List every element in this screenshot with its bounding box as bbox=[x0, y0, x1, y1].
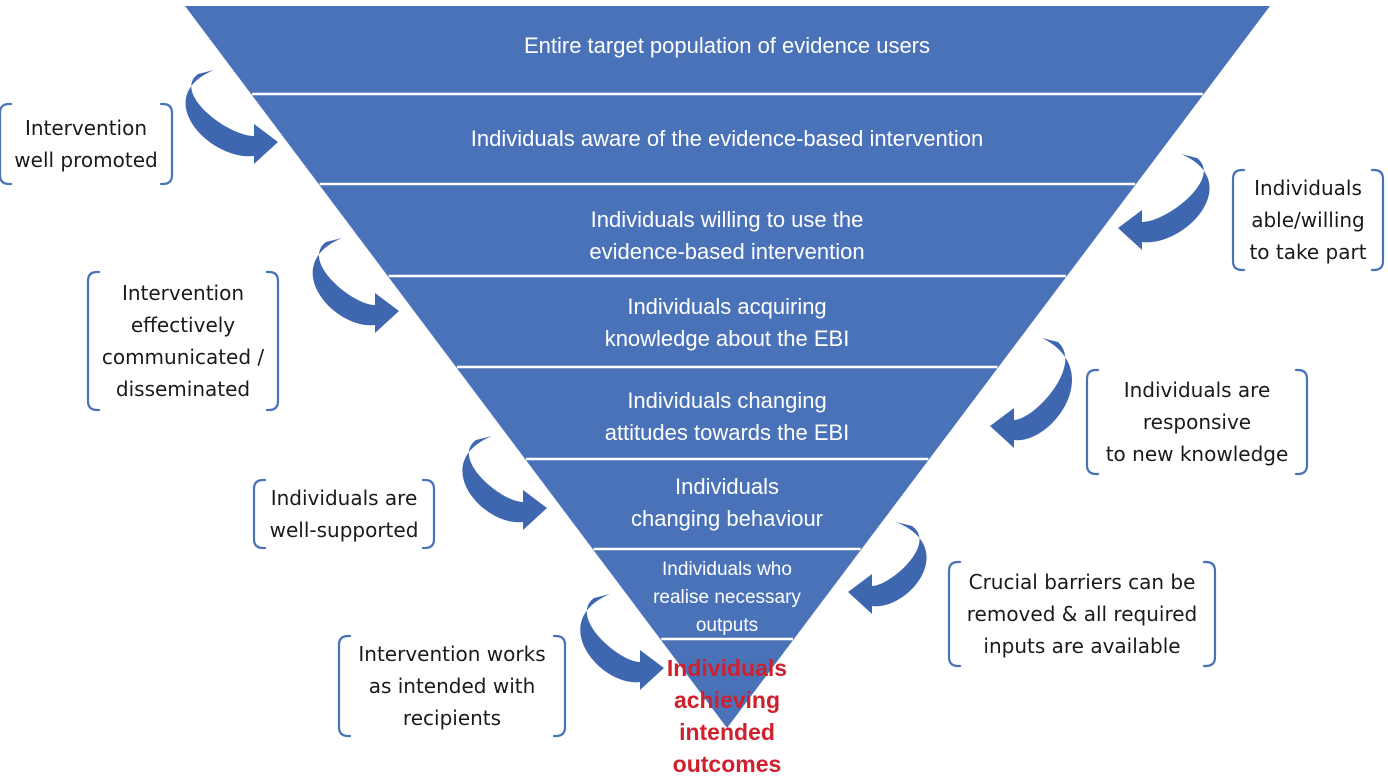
final-label-line: outcomes bbox=[673, 751, 782, 777]
condition-note-line: Intervention bbox=[122, 281, 244, 305]
right-bracket bbox=[1294, 368, 1309, 476]
level-label-line: Individuals acquiring bbox=[627, 294, 826, 319]
condition-note-line: Crucial barriers can be bbox=[969, 570, 1196, 594]
right-bracket bbox=[421, 478, 436, 550]
condition-note-line: to new knowledge bbox=[1106, 442, 1289, 466]
level-label-line: changing behaviour bbox=[631, 506, 823, 531]
condition-note-line: effectively bbox=[131, 313, 235, 337]
condition-note: Intervention works as intended with recipi… bbox=[337, 634, 567, 738]
curved-arrow-icon bbox=[1118, 154, 1210, 250]
right-bracket bbox=[265, 270, 280, 412]
condition-note-line: Individuals are bbox=[271, 486, 418, 510]
final-label-line: achieving bbox=[674, 687, 780, 713]
left-bracket bbox=[947, 560, 962, 668]
left-bracket bbox=[1231, 168, 1246, 272]
curved-arrow-icon bbox=[848, 522, 927, 614]
condition-note: Intervention well promoted bbox=[0, 102, 174, 186]
left-bracket bbox=[1085, 368, 1100, 476]
condition-note: Intervention effectively communicated / dis… bbox=[86, 270, 280, 412]
condition-note: Individuals are responsive to new knowledg… bbox=[1085, 368, 1309, 476]
right-bracket bbox=[1202, 560, 1217, 668]
level-label-line: Individuals bbox=[675, 474, 779, 499]
condition-note-line: responsive bbox=[1143, 410, 1251, 434]
level-label-line: Individuals willing to use the bbox=[591, 207, 864, 232]
condition-note-line: Individuals are bbox=[1124, 378, 1271, 402]
final-label-line: Individuals bbox=[667, 655, 787, 681]
transition-arrows bbox=[185, 70, 1210, 690]
level-label: Individuals changing behaviour bbox=[631, 474, 823, 531]
curved-arrow-icon bbox=[462, 436, 547, 530]
condition-note-line: to take part bbox=[1249, 240, 1366, 264]
level-label: Individuals willing to use the evidence-b… bbox=[589, 207, 864, 264]
curved-arrow-icon bbox=[185, 70, 278, 164]
level-label: Individuals who realise necessary outputs bbox=[653, 559, 801, 636]
curved-arrow-icon bbox=[312, 238, 399, 333]
left-bracket bbox=[86, 270, 101, 412]
level-label: Individuals aware of the evidence-based … bbox=[471, 126, 983, 151]
right-bracket bbox=[159, 102, 174, 186]
level-label-line: Individuals aware of the evidence-based … bbox=[471, 126, 983, 151]
level-label-line: Entire target population of evidence use… bbox=[524, 33, 930, 58]
left-bracket bbox=[337, 634, 352, 738]
final-level-label: Individuals achieving intended outcomes bbox=[667, 655, 787, 777]
condition-note-line: recipients bbox=[403, 706, 501, 730]
right-bracket bbox=[552, 634, 567, 738]
curved-arrow-icon bbox=[990, 338, 1073, 448]
condition-note-line: communicated / bbox=[102, 345, 265, 369]
level-label: Individuals changing attitudes towards th… bbox=[605, 388, 850, 445]
level-label-line: attitudes towards the EBI bbox=[605, 420, 850, 445]
condition-note-line: well promoted bbox=[14, 148, 157, 172]
level-label-line: outputs bbox=[696, 615, 758, 636]
condition-note: Individuals are well-supported bbox=[252, 478, 436, 550]
condition-note-line: Intervention bbox=[25, 116, 147, 140]
level-label-line: realise necessary bbox=[653, 587, 801, 608]
condition-note-line: Intervention works bbox=[358, 642, 545, 666]
level-label-line: knowledge about the EBI bbox=[605, 326, 850, 351]
level-label-line: Individuals changing bbox=[627, 388, 826, 413]
level-dividers bbox=[252, 92, 1203, 641]
condition-note-line: well-supported bbox=[270, 518, 419, 542]
level-label: Entire target population of evidence use… bbox=[524, 33, 930, 58]
left-bracket bbox=[252, 478, 267, 550]
condition-note-line: able/willing bbox=[1251, 208, 1365, 232]
level-labels: Entire target population of evidence use… bbox=[471, 33, 983, 636]
condition-note-line: inputs are available bbox=[983, 634, 1180, 658]
condition-note-line: Individuals bbox=[1254, 176, 1362, 200]
right-bracket bbox=[1370, 168, 1385, 272]
level-label-line: evidence-based intervention bbox=[589, 239, 864, 264]
level-label: Individuals acquiring knowledge about the… bbox=[605, 294, 850, 351]
curved-arrow-icon bbox=[580, 594, 664, 690]
condition-note-line: as intended with bbox=[369, 674, 536, 698]
condition-note: Individuals able/willing to take part bbox=[1231, 168, 1385, 272]
condition-note-line: removed & all required bbox=[967, 602, 1197, 626]
level-label-line: Individuals who bbox=[662, 559, 792, 580]
condition-note: Crucial barriers can be removed & all req… bbox=[947, 560, 1217, 668]
condition-note-line: disseminated bbox=[116, 377, 250, 401]
final-label-line: intended bbox=[679, 719, 775, 745]
left-bracket bbox=[0, 102, 13, 186]
